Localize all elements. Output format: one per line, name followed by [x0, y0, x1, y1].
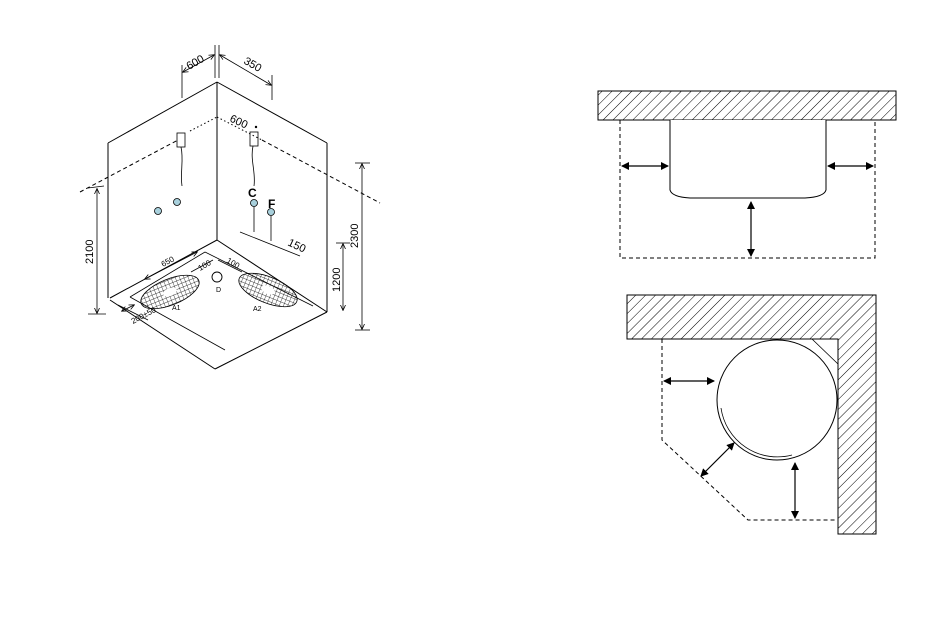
- dim-right-height: 2300: [349, 163, 370, 330]
- dim-label: 1200: [331, 268, 343, 292]
- guide-line: [190, 117, 217, 131]
- dim-label: 100: [197, 258, 214, 273]
- pipe-fixture: [155, 208, 162, 215]
- dim-label: 100: [225, 256, 242, 271]
- pipe-fixture: [174, 199, 181, 206]
- room-walls: [108, 82, 327, 369]
- dim-label: 600: [185, 53, 207, 73]
- corner-tub-outline: [717, 340, 837, 460]
- cold-label: C: [248, 186, 257, 200]
- wall-bracket-left: [177, 133, 185, 186]
- dim-label: 2100: [84, 240, 96, 264]
- hot-label: F: [268, 197, 275, 211]
- tub-outline: [670, 120, 826, 198]
- plan-view-rectangular: [598, 91, 896, 258]
- dim-left-height: 2100: [84, 186, 106, 314]
- dim-label: 150: [286, 237, 308, 256]
- dim-label: 2300: [349, 224, 361, 248]
- dim-label: 650: [160, 254, 176, 268]
- plan-view-corner: [627, 295, 876, 534]
- dim-label: 350: [242, 55, 264, 75]
- wall-hatch: [598, 91, 896, 120]
- dim-top-depth: 350: [219, 45, 272, 100]
- dim-floor-width: 650: [145, 252, 197, 279]
- drain-icon: [212, 272, 222, 282]
- clearance-arrow: [701, 443, 734, 476]
- area-label: A1: [172, 305, 181, 312]
- dim-drain-offsets: 100 100: [191, 256, 242, 273]
- dim-upper-offset: 600: [228, 113, 250, 132]
- pipe-fixtures: C F: [155, 186, 276, 216]
- drain-label: D: [216, 287, 221, 294]
- cold-pipe: [251, 200, 258, 207]
- dim-floor-offset: 200±50: [118, 305, 158, 326]
- dim-right-lower-height: 1200: [331, 243, 350, 310]
- guide-line: [80, 140, 178, 192]
- wall-bracket-right: [250, 126, 258, 186]
- area-label: A2: [253, 306, 262, 313]
- dim-top-width: 600: [182, 45, 215, 98]
- isometric-view: C F 600 350 600 2100: [80, 45, 380, 369]
